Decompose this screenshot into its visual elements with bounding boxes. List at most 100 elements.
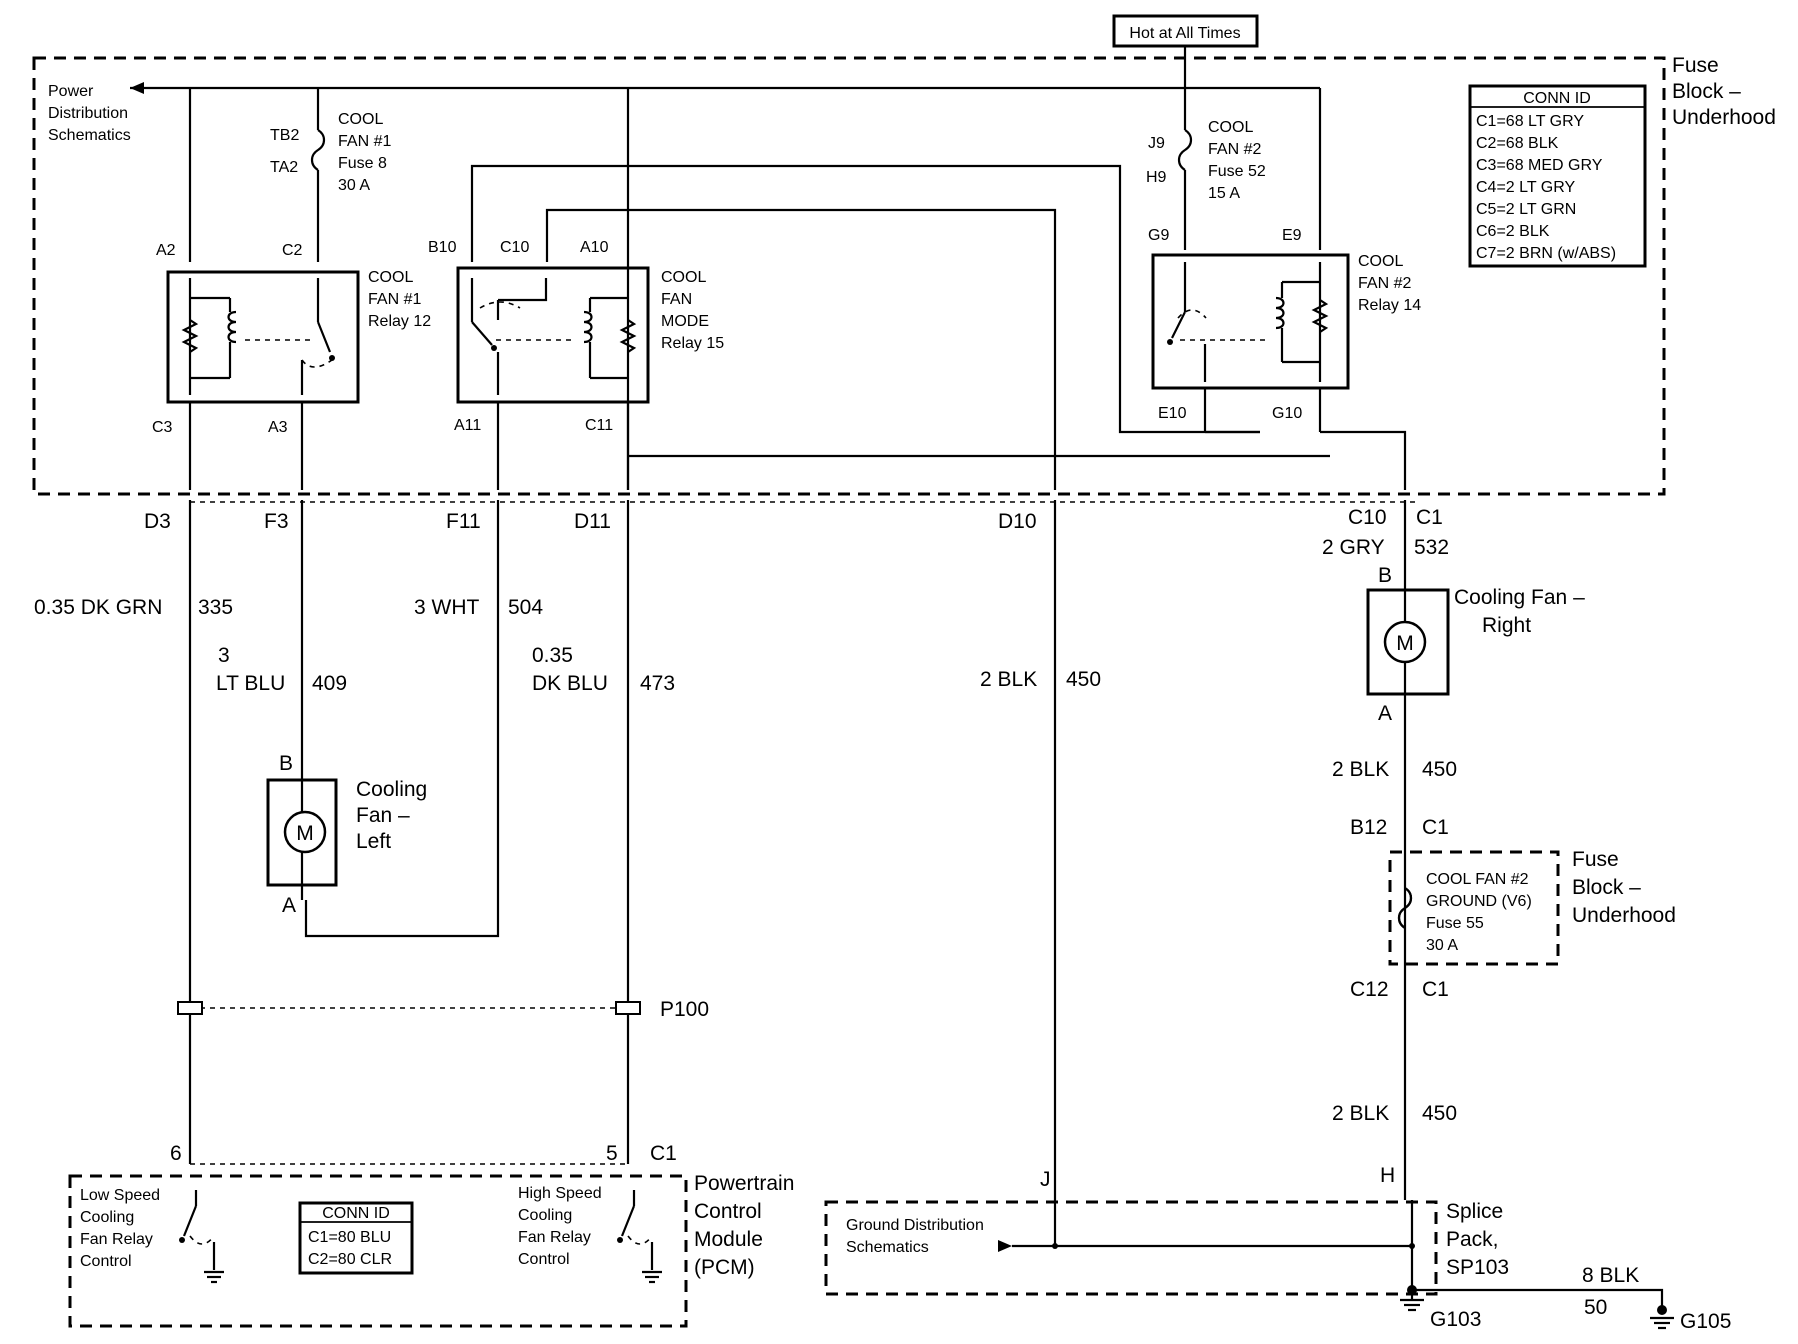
cool-fan-1-relay-12: A2 C2 C3 A3 COOL FAN #1 Relay 12: [152, 88, 431, 490]
svg-text:(PCM): (PCM): [694, 1256, 755, 1279]
svg-text:High Speed: High Speed: [518, 1185, 602, 1202]
svg-text:Fuse 8: Fuse 8: [338, 155, 387, 172]
svg-text:CONN ID: CONN ID: [1523, 90, 1591, 107]
svg-text:Schematics: Schematics: [48, 127, 131, 144]
svg-text:Low Speed: Low Speed: [80, 1187, 160, 1204]
svg-text:Underhood: Underhood: [1572, 904, 1676, 927]
cool-fan-mode-relay-15: B10 C10 A10 A11 C11 COOL FAN MODE Relay …: [428, 88, 1330, 490]
svg-text:A3: A3: [268, 419, 288, 436]
svg-text:COOL FAN #2: COOL FAN #2: [1426, 871, 1529, 888]
svg-text:C2=68 BLK: C2=68 BLK: [1476, 135, 1559, 152]
conn-id-table-top: CONN ID C1=68 LT GRY C2=68 BLK C3=68 MED…: [1468, 84, 1647, 268]
svg-text:409: 409: [312, 672, 347, 695]
svg-text:15 A: 15 A: [1208, 185, 1240, 202]
fuse-8: TB2 TA2 COOL FAN #1 Fuse 8 30 A: [270, 88, 391, 262]
svg-text:Fuse 55: Fuse 55: [1426, 915, 1484, 932]
svg-text:B12: B12: [1350, 816, 1387, 839]
wire-450-right: 2 BLK 450: [1332, 705, 1457, 820]
svg-text:F11: F11: [446, 510, 481, 533]
wire-335: 0.35 DK GRN 335: [34, 500, 233, 1164]
wire-50: 8 BLK 50: [1412, 1264, 1664, 1319]
svg-text:J: J: [1040, 1168, 1051, 1191]
cool-fan-2-relay-14: G9 E9 E10 G10 COOL FAN #2 Relay 14: [1148, 88, 1421, 490]
svg-text:COOL: COOL: [661, 269, 706, 286]
svg-text:50: 50: [1584, 1296, 1607, 1319]
svg-text:Fan Relay: Fan Relay: [80, 1231, 153, 1248]
power-distribution-label: Power Distribution Schematics: [48, 83, 131, 144]
fuse-block-underhood-top: Fuse Block – Underhood: [32, 54, 1776, 496]
svg-text:Cooling: Cooling: [356, 778, 427, 801]
svg-text:TA2: TA2: [270, 159, 298, 176]
svg-text:A: A: [282, 894, 296, 917]
svg-text:30 A: 30 A: [338, 177, 370, 194]
svg-text:532: 532: [1414, 536, 1449, 559]
svg-text:Relay 14: Relay 14: [1358, 297, 1421, 314]
motor-symbol: M: [296, 822, 314, 845]
svg-text:Left: Left: [356, 830, 391, 853]
svg-text:Pack,: Pack,: [1446, 1228, 1499, 1251]
wire-504: 3 WHT 504: [304, 500, 543, 938]
svg-text:Relay 12: Relay 12: [368, 313, 431, 330]
svg-text:COOL: COOL: [368, 269, 413, 286]
svg-text:C12: C12: [1350, 978, 1389, 1001]
svg-text:C3=68 MED GRY: C3=68 MED GRY: [1476, 157, 1603, 174]
wire-532: 2 GRY 532: [1322, 500, 1449, 580]
wire-473: 0.35 DK BLU 473: [532, 500, 675, 1164]
svg-text:Relay 15: Relay 15: [661, 335, 724, 352]
hot-at-all-times-label: Hot at All Times: [1112, 14, 1259, 48]
svg-text:Right: Right: [1482, 614, 1531, 637]
svg-text:3 WHT: 3 WHT: [414, 596, 480, 619]
svg-text:450: 450: [1066, 668, 1101, 691]
wire-409: 3 LT BLU 409: [216, 500, 347, 770]
p100-connector: P100: [177, 998, 709, 1021]
fuse-52: J9 H9 COOL FAN #2 Fuse 52 15 A: [1146, 88, 1266, 250]
svg-text:DK BLU: DK BLU: [532, 672, 608, 695]
svg-text:C1: C1: [1416, 506, 1443, 529]
ground-g105: G105: [1650, 1305, 1731, 1333]
svg-text:450: 450: [1422, 1102, 1457, 1125]
svg-text:G105: G105: [1680, 1310, 1731, 1333]
svg-text:A2: A2: [156, 242, 176, 259]
svg-text:30 A: 30 A: [1426, 937, 1458, 954]
svg-text:C5=2 LT GRN: C5=2 LT GRN: [1476, 201, 1576, 218]
svg-text:8 BLK: 8 BLK: [1582, 1264, 1639, 1287]
svg-text:C10: C10: [500, 239, 529, 256]
ground-g103: G103: [1400, 1285, 1481, 1331]
svg-text:C1=80 BLU: C1=80 BLU: [308, 1229, 391, 1246]
svg-text:C3: C3: [152, 419, 173, 436]
motor-symbol: M: [1396, 632, 1414, 655]
svg-text:C10: C10: [1348, 506, 1387, 529]
svg-text:MODE: MODE: [661, 313, 709, 330]
svg-text:473: 473: [640, 672, 675, 695]
svg-text:6: 6: [170, 1142, 182, 1165]
svg-text:C4=2 LT GRY: C4=2 LT GRY: [1476, 179, 1575, 196]
svg-text:Module: Module: [694, 1228, 763, 1251]
svg-text:B10: B10: [428, 239, 457, 256]
svg-text:F3: F3: [264, 510, 289, 533]
svg-text:Splice: Splice: [1446, 1200, 1503, 1223]
svg-text:A11: A11: [454, 417, 481, 434]
svg-text:3: 3: [218, 644, 230, 667]
svg-text:2 BLK: 2 BLK: [1332, 1102, 1389, 1125]
svg-text:G9: G9: [1148, 227, 1169, 244]
svg-text:B: B: [1378, 564, 1392, 587]
svg-text:Distribution: Distribution: [48, 105, 128, 122]
svg-text:GROUND (V6): GROUND (V6): [1426, 893, 1532, 910]
svg-text:Cooling: Cooling: [80, 1209, 134, 1226]
svg-text:Fuse: Fuse: [1572, 848, 1619, 871]
svg-text:A: A: [1378, 702, 1392, 725]
svg-text:D3: D3: [144, 510, 171, 533]
svg-text:G103: G103: [1430, 1308, 1481, 1331]
svg-text:COOL: COOL: [1358, 253, 1403, 270]
svg-text:Control: Control: [518, 1251, 570, 1268]
svg-text:0.35: 0.35: [532, 644, 573, 667]
svg-text:Control: Control: [80, 1253, 132, 1270]
svg-text:FAN #1: FAN #1: [338, 133, 391, 150]
svg-text:450: 450: [1422, 758, 1457, 781]
svg-text:Cooling: Cooling: [518, 1207, 572, 1224]
svg-text:Cooling Fan –: Cooling Fan –: [1454, 586, 1585, 609]
svg-text:FAN #1: FAN #1: [368, 291, 421, 308]
svg-text:C1: C1: [1422, 816, 1449, 839]
svg-text:Schematics: Schematics: [846, 1239, 929, 1256]
svg-text:D10: D10: [998, 510, 1037, 533]
